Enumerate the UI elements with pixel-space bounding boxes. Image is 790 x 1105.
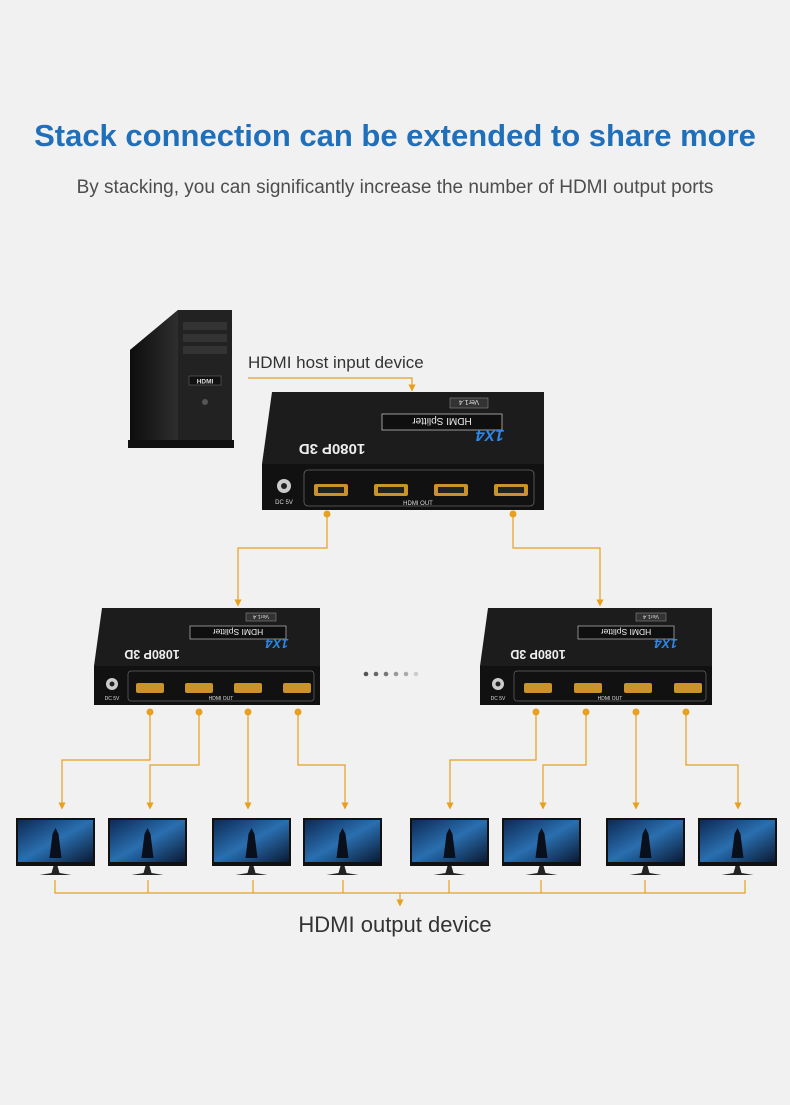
page-subtitle: By stacking, you can significantly incre… xyxy=(76,177,714,198)
splitter-left-name: HDMI Splitter xyxy=(213,627,264,637)
monitor xyxy=(212,818,291,875)
monitor xyxy=(108,818,187,875)
splitter-top-power-label: DC 5V xyxy=(275,500,293,506)
splitter-right-port-label: HDMI OUT xyxy=(598,696,623,702)
output-connector-lines xyxy=(58,712,742,810)
splitter-left-port-label: HDMI OUT xyxy=(209,696,234,702)
splitter-left-version: Ver1.4 xyxy=(253,613,269,619)
pc-hdmi-badge: HDMI xyxy=(197,379,214,386)
output-collector-line xyxy=(54,880,746,907)
pc-tower: HDMI xyxy=(128,310,234,448)
splitter-right: HDMI Splitter 1X4 Ver1.4 1080P 3D HDMI O… xyxy=(480,608,712,705)
monitor xyxy=(502,818,581,875)
stack-connector-lines xyxy=(234,516,604,607)
monitor-row xyxy=(16,818,777,875)
host-device-label: HDMI host input device xyxy=(248,353,424,372)
splitter-right-power-label: DC 5V xyxy=(491,696,506,702)
splitter-left: HDMI Splitter 1X4 Ver1.4 1080P 3D HDMI O… xyxy=(94,608,320,705)
monitor xyxy=(410,818,489,875)
splitter-top: HDMI Splitter 1X4 Ver1.4 1080P 3D HDMI O… xyxy=(262,392,544,510)
splitter-top-name: HDMI Splitter xyxy=(412,415,472,426)
more-splitters-ellipsis xyxy=(363,671,419,677)
splitter-left-power-label: DC 5V xyxy=(105,696,120,702)
splitter-right-model: 1X4 xyxy=(654,636,678,651)
splitter-right-resolution: 1080P 3D xyxy=(510,647,565,661)
host-connector-line xyxy=(248,377,416,392)
monitor xyxy=(16,818,95,875)
monitor xyxy=(698,818,777,875)
page-title: Stack connection can be extended to shar… xyxy=(34,118,756,153)
splitter-top-port-label: HDMI OUT xyxy=(403,501,433,507)
splitter-right-version: Ver1.4 xyxy=(643,613,659,619)
splitter-top-model: 1X4 xyxy=(476,426,505,443)
monitor xyxy=(606,818,685,875)
monitor xyxy=(303,818,382,875)
output-device-label: HDMI output device xyxy=(298,912,492,937)
splitter-right-name: HDMI Splitter xyxy=(601,627,652,637)
splitter-left-model: 1X4 xyxy=(265,636,289,651)
splitter-top-resolution: 1080P 3D xyxy=(299,440,366,457)
splitter-left-resolution: 1080P 3D xyxy=(124,647,179,661)
splitter-top-version: Ver1.4 xyxy=(459,398,479,405)
